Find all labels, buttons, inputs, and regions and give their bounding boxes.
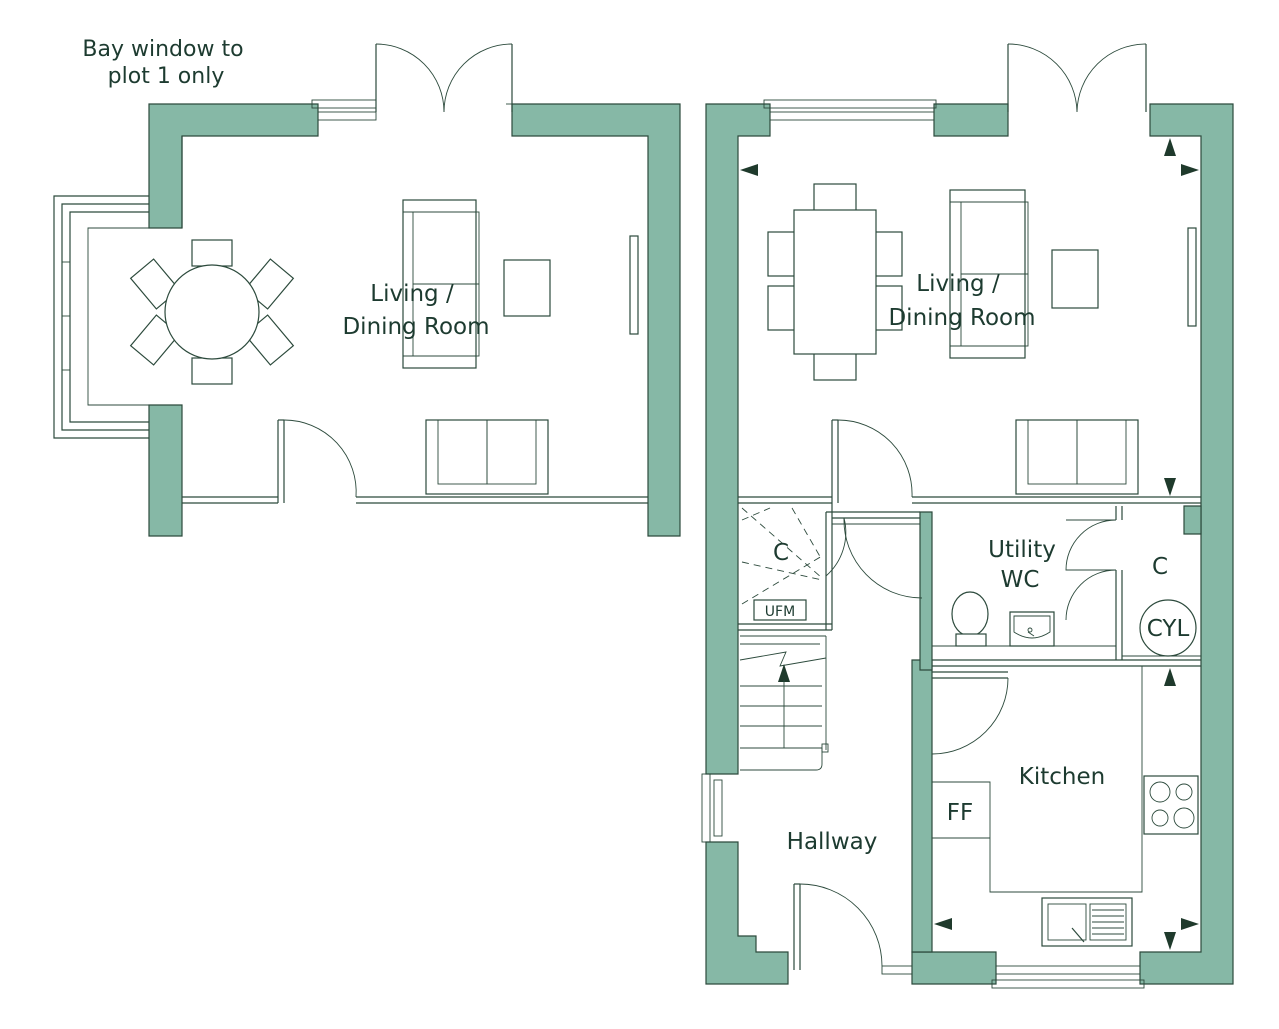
bay-window-note-line1: Bay window to bbox=[82, 37, 243, 62]
wc-toilet bbox=[951, 591, 989, 647]
right-coffee-table bbox=[1051, 249, 1099, 309]
kitchen-window bbox=[991, 965, 1145, 989]
ufm-label: UFM bbox=[765, 604, 795, 620]
left-plan-walls bbox=[148, 103, 681, 537]
cylinder-circle bbox=[1139, 599, 1197, 657]
right-french-doors[interactable] bbox=[1007, 43, 1147, 113]
front-door[interactable] bbox=[793, 883, 913, 975]
right-dining-table bbox=[767, 183, 903, 381]
left-room-label-line1: Living / bbox=[370, 281, 454, 307]
utility-label: Utility bbox=[988, 537, 1056, 563]
right-living-label-line1: Living / bbox=[916, 271, 1000, 297]
hob bbox=[1143, 775, 1199, 835]
right-tv bbox=[1187, 227, 1197, 327]
kitchen-door[interactable] bbox=[931, 671, 1009, 755]
living-room-door[interactable] bbox=[831, 419, 913, 503]
living-dimension-arrows bbox=[740, 138, 1199, 496]
wc-label: WC bbox=[1001, 567, 1040, 593]
kitchen-label: Kitchen bbox=[1019, 764, 1105, 790]
left-room-label-line2: Dining Room bbox=[342, 314, 489, 340]
bay-window-note-line2: plot 1 only bbox=[108, 64, 225, 89]
right-top-window bbox=[763, 99, 937, 121]
hall-side-window bbox=[701, 773, 723, 843]
cupboard-label: C bbox=[1152, 554, 1168, 580]
right-plan-partitions bbox=[738, 496, 1201, 893]
fridge-freezer-label: FF bbox=[947, 800, 973, 826]
hallway-label: Hallway bbox=[787, 829, 878, 855]
under-stairs-door[interactable] bbox=[825, 517, 923, 599]
right-bottom-sofa bbox=[1015, 419, 1139, 495]
utility-door[interactable] bbox=[1065, 519, 1117, 621]
left-bottom-sofa bbox=[425, 419, 549, 495]
left-dining-table bbox=[129, 239, 295, 385]
left-plan-partition bbox=[182, 496, 648, 504]
right-plan-outer-walls bbox=[705, 103, 1234, 985]
left-sofa bbox=[402, 199, 480, 369]
right-sofa bbox=[949, 189, 1029, 359]
bay-window bbox=[53, 195, 149, 439]
right-living-label-line2: Dining Room bbox=[888, 305, 1035, 331]
under-stairs-cupboard-label: C bbox=[773, 540, 789, 566]
wc-basin bbox=[1009, 611, 1055, 647]
left-coffee-table bbox=[503, 259, 551, 317]
kitchen-sink bbox=[1041, 897, 1133, 947]
staircase bbox=[739, 635, 829, 771]
cylinder-label: CYL bbox=[1147, 616, 1190, 642]
left-door[interactable] bbox=[277, 419, 357, 503]
ufm-box bbox=[753, 599, 807, 621]
left-tv bbox=[629, 235, 639, 335]
kitchen-dimension-arrows bbox=[934, 668, 1199, 950]
under-stairs-dashes bbox=[741, 507, 823, 605]
left-french-doors[interactable] bbox=[311, 43, 513, 121]
